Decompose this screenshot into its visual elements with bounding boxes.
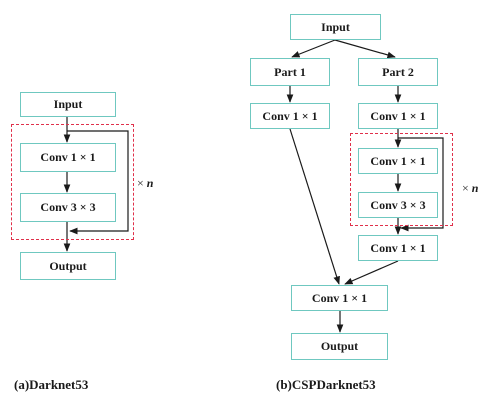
csp-part2-box: Part 2: [358, 58, 438, 86]
darknet-output-box: Output: [20, 252, 116, 280]
csp-repeat-block: [350, 133, 453, 226]
csp-part1-box: Part 1: [250, 58, 330, 86]
csp-merge-conv-box: Conv 1 × 1: [291, 285, 388, 311]
arrow-input-to-part1: [291, 39, 336, 58]
darknet-repeat-label: × n: [137, 176, 153, 191]
csp-output-box: Output: [291, 333, 388, 360]
csp-residual-shortcut-line: [398, 137, 444, 232]
darknet-caption: (a)Darknet53: [14, 377, 89, 392]
repeat-var: n: [471, 181, 479, 195]
csp-block-conv3-box: Conv 3 × 3: [358, 192, 438, 218]
csp-part2-conv-box: Conv 1 × 1: [358, 103, 438, 129]
arrow-part1conv-to-merge: [289, 128, 340, 285]
darknet-repeat-block: [11, 124, 134, 240]
residual-shortcut-line: [67, 130, 129, 235]
arrow-input-to-part2: [334, 39, 396, 59]
csp-part1-conv-box: Conv 1 × 1: [250, 103, 330, 129]
darknet-conv1-box: Conv 1 × 1: [20, 143, 116, 172]
arrow-afterconv-to-merge: [344, 260, 399, 285]
csp-after-conv-box: Conv 1 × 1: [358, 235, 438, 261]
repeat-prefix: ×: [137, 176, 147, 190]
darknet-input-box: Input: [20, 92, 116, 117]
repeat-var: n: [146, 176, 154, 190]
csp-input-box: Input: [290, 14, 381, 40]
repeat-prefix: ×: [462, 181, 472, 195]
csp-caption: (b)CSPDarknet53: [276, 377, 376, 392]
darknet-conv3-box: Conv 3 × 3: [20, 193, 116, 222]
csp-repeat-label: × n: [462, 181, 478, 196]
csp-block-conv1-box: Conv 1 × 1: [358, 148, 438, 174]
